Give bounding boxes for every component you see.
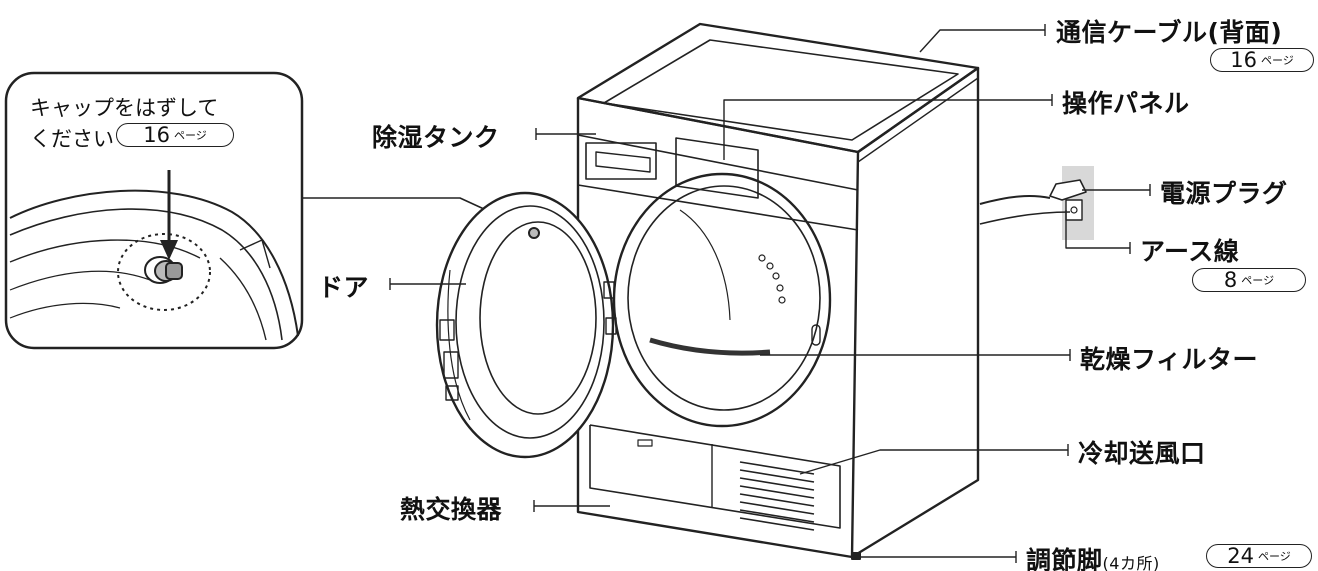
- adjust-feet-count: (4カ所): [1102, 554, 1160, 571]
- adjust-feet-page-ref-number: 24: [1227, 544, 1254, 568]
- comm-cable-page-ref-number: 16: [1230, 48, 1257, 72]
- adjust-feet-page-ref-unit: ページ: [1257, 550, 1291, 563]
- adjust-feet-name: 調節脚: [1026, 546, 1103, 571]
- comm-cable-page-ref-unit: ページ: [1260, 54, 1294, 67]
- label-cooling-vent: 冷却送風口: [1078, 439, 1206, 468]
- label-power-plug: 電源プラグ: [1160, 179, 1288, 208]
- earth-wire-page-ref: 8 ページ: [1192, 268, 1306, 292]
- label-control-panel: 操作パネル: [1062, 89, 1190, 118]
- comm-cable-page-ref: 16 ページ: [1210, 48, 1314, 72]
- dryer-door: [435, 191, 617, 459]
- label-heat-exchanger: 熱交換器: [400, 495, 503, 524]
- inset-callout: [4, 71, 535, 350]
- inset-page-ref-unit: ページ: [173, 129, 207, 142]
- earth-wire-page-ref-unit: ページ: [1241, 274, 1275, 287]
- label-dehumidify-tank: 除湿タンク: [372, 123, 500, 152]
- label-dry-filter: 乾燥フィルター: [1080, 345, 1259, 374]
- inset-text-line2: ください: [30, 127, 114, 151]
- adjust-feet-page-ref: 24 ページ: [1206, 544, 1312, 568]
- label-door: ドア: [318, 273, 370, 302]
- inset-page-ref-number: 16: [143, 123, 170, 147]
- inset-page-ref: 16 ページ: [116, 123, 234, 147]
- label-earth-wire: アース線: [1140, 237, 1240, 266]
- power-outlet: [979, 166, 1094, 240]
- dryer-body: [576, 22, 980, 560]
- inset-text-line1: キャップをはずして: [30, 96, 219, 120]
- label-adjust-feet: 調節脚(4カ所): [1026, 541, 1160, 571]
- earth-wire-page-ref-number: 8: [1223, 268, 1238, 292]
- label-comm-cable: 通信ケーブル(背面): [1056, 18, 1283, 47]
- leader-lines: [389, 24, 1151, 563]
